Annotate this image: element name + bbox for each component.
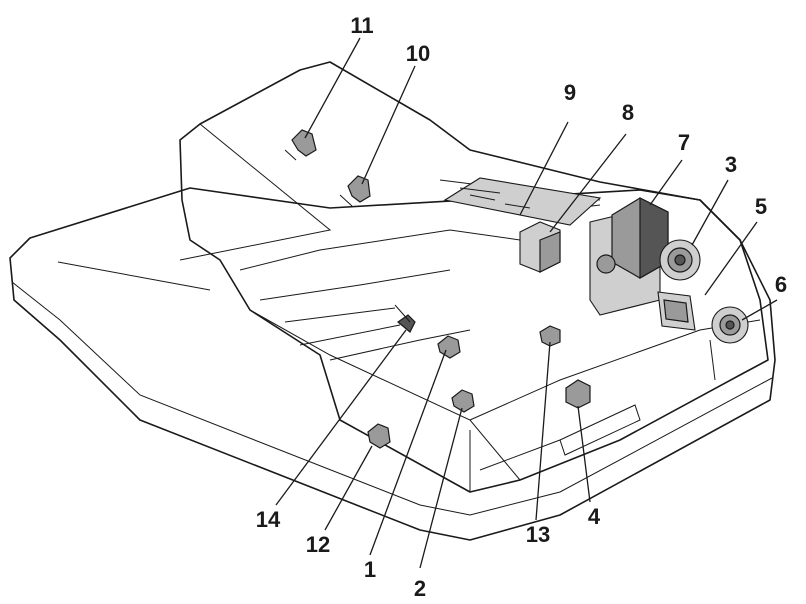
leader-lines [275,37,778,569]
callout-5: 5 [755,194,767,219]
callout-8: 8 [622,100,634,125]
sensors [284,129,591,449]
callout-13: 13 [526,522,550,547]
callout-1: 1 [364,557,376,582]
callout-7: 7 [678,130,690,155]
callout-10: 10 [406,41,430,66]
sensor-2 [451,389,475,413]
callout-3: 3 [725,152,737,177]
drive-mechanism [443,177,749,344]
callout-12: 12 [306,532,330,557]
callout-11: 11 [350,13,373,38]
callout-14: 14 [256,507,281,532]
callout-labels: 11 10 9 8 7 3 5 6 14 12 1 2 13 4 [256,13,787,601]
sensor-1 [437,335,461,359]
sensor-11 [291,129,317,157]
callout-9: 9 [564,80,576,105]
sensor-13 [539,325,561,347]
flatbed-base [9,187,776,541]
callout-4: 4 [588,504,601,529]
sensor-12 [367,423,391,449]
sensor-4 [565,379,591,409]
callout-2: 2 [414,576,426,601]
callout-6: 6 [775,272,787,297]
sensor-10 [347,175,371,203]
